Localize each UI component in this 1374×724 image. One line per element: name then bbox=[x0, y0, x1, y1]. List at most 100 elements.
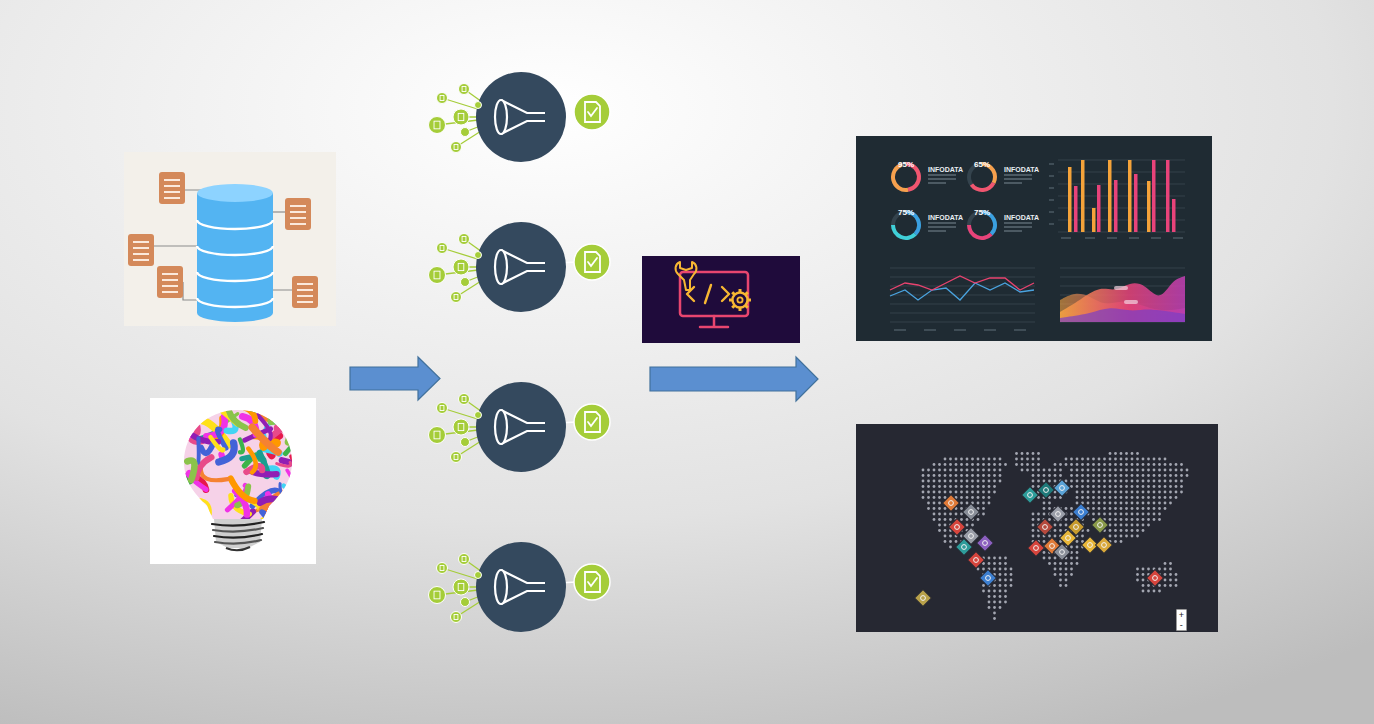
land-dot bbox=[982, 469, 985, 472]
gear-hub bbox=[737, 297, 742, 302]
monitor-stand bbox=[700, 316, 728, 327]
land-dot bbox=[999, 474, 1002, 477]
land-dot bbox=[1131, 513, 1134, 516]
land-dot bbox=[1125, 474, 1128, 477]
land-dot bbox=[966, 524, 969, 527]
land-dot bbox=[1164, 562, 1167, 565]
land-dot bbox=[1164, 480, 1167, 483]
land-dot bbox=[1153, 474, 1156, 477]
land-dot bbox=[960, 513, 963, 516]
land-dot bbox=[1092, 480, 1095, 483]
land-dot bbox=[1114, 452, 1117, 455]
land-dot bbox=[988, 485, 991, 488]
bulb-base bbox=[212, 519, 264, 550]
land-dot bbox=[944, 540, 947, 543]
marker-symbol bbox=[1043, 525, 1048, 530]
land-dot bbox=[993, 595, 996, 598]
land-dot bbox=[1054, 474, 1057, 477]
land-dot bbox=[1136, 480, 1139, 483]
map-marker bbox=[977, 535, 994, 552]
land-dot bbox=[1076, 540, 1079, 543]
marker-symbol bbox=[1066, 536, 1071, 541]
marker-symbol bbox=[983, 541, 988, 546]
document-line bbox=[162, 279, 178, 281]
input-dot bbox=[453, 259, 469, 275]
land-dot bbox=[1048, 557, 1051, 560]
input-dot bbox=[453, 109, 469, 125]
document-line bbox=[164, 197, 180, 199]
paint-stroke bbox=[192, 397, 200, 410]
area bbox=[1060, 308, 1185, 322]
land-dot bbox=[1015, 452, 1018, 455]
land-dot bbox=[1032, 463, 1035, 466]
land-dot bbox=[933, 518, 936, 521]
land-dot bbox=[1054, 463, 1057, 466]
land-dot bbox=[927, 496, 930, 499]
land-dot bbox=[1103, 491, 1106, 494]
land-dot bbox=[1109, 529, 1112, 532]
marker-symbol bbox=[1050, 544, 1055, 549]
bar bbox=[1128, 160, 1132, 232]
axis-tick bbox=[1107, 237, 1117, 238]
land-dot bbox=[1131, 452, 1134, 455]
placeholder-line bbox=[1004, 226, 1032, 227]
map-marker bbox=[1037, 519, 1054, 536]
land-dot bbox=[1136, 518, 1139, 521]
land-dot bbox=[1065, 507, 1068, 510]
grid-line bbox=[1058, 172, 1185, 173]
flow-arrow bbox=[650, 357, 818, 401]
filter-icons bbox=[429, 72, 611, 632]
drawing-part bbox=[197, 298, 273, 307]
placeholder-lines bbox=[1004, 173, 1034, 185]
land-dot bbox=[1114, 540, 1117, 543]
axis-tick bbox=[1085, 237, 1095, 238]
land-dot bbox=[971, 474, 974, 477]
land-dot bbox=[1103, 507, 1106, 510]
input-doc bbox=[440, 96, 444, 101]
drawing-part bbox=[150, 245, 200, 246]
land-dot bbox=[1153, 513, 1156, 516]
bar bbox=[1074, 186, 1078, 232]
axis-tick bbox=[1049, 163, 1054, 164]
land-dot bbox=[1048, 562, 1051, 565]
land-dot bbox=[1169, 568, 1172, 571]
land-dot bbox=[982, 590, 985, 593]
sketch-line bbox=[215, 540, 261, 544]
land-dot bbox=[977, 480, 980, 483]
land-dot bbox=[1158, 513, 1161, 516]
land-dot bbox=[1081, 463, 1084, 466]
land-dot bbox=[988, 562, 991, 565]
land-dot bbox=[933, 496, 936, 499]
land-dot bbox=[1158, 568, 1161, 571]
land-dot bbox=[1153, 469, 1156, 472]
input-dot bbox=[461, 438, 470, 447]
paint-stroke bbox=[187, 460, 194, 479]
land-dot bbox=[1164, 496, 1167, 499]
land-dot bbox=[1037, 469, 1040, 472]
land-dot bbox=[1004, 463, 1007, 466]
placeholder-line bbox=[1004, 230, 1022, 231]
land-dot bbox=[1032, 524, 1035, 527]
land-dot bbox=[1136, 579, 1139, 582]
land-dot bbox=[1048, 507, 1051, 510]
bar bbox=[1108, 160, 1112, 232]
donut-stat: 75%INFODATA bbox=[965, 208, 1039, 242]
land-dot bbox=[977, 491, 980, 494]
land-dot bbox=[1098, 507, 1101, 510]
land-dot bbox=[1158, 518, 1161, 521]
land-dot bbox=[938, 496, 941, 499]
input-doc bbox=[458, 423, 464, 430]
land-dot bbox=[1125, 480, 1128, 483]
donut-ring: 65% bbox=[965, 160, 999, 194]
land-dot bbox=[1043, 474, 1046, 477]
land-dot bbox=[1131, 496, 1134, 499]
land-dot bbox=[938, 529, 941, 532]
funnel-mouth bbox=[495, 250, 507, 284]
input-doc bbox=[454, 145, 458, 150]
document-line bbox=[133, 253, 149, 255]
land-dot bbox=[933, 480, 936, 483]
land-dot bbox=[1169, 496, 1172, 499]
land-dot bbox=[1114, 529, 1117, 532]
land-dot bbox=[1147, 496, 1150, 499]
land-dot bbox=[1142, 529, 1145, 532]
